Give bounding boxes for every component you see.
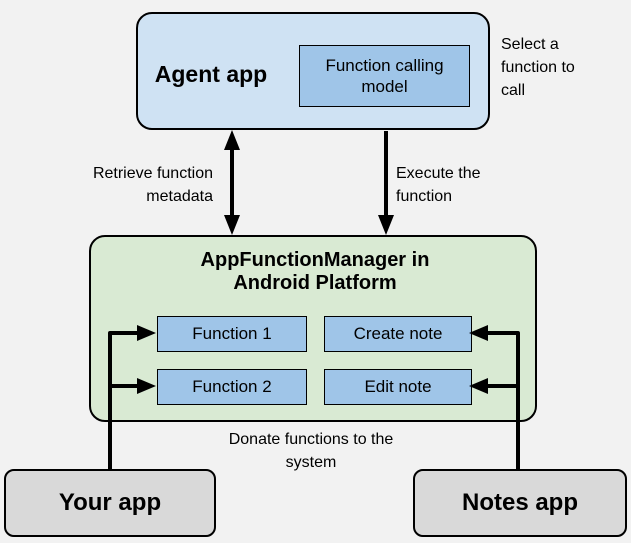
function-calling-model-box: Function calling model <box>299 45 470 107</box>
agent-app-title: Agent app <box>154 61 268 87</box>
create-note-label: Create note <box>353 324 443 343</box>
donate-functions-annotation: Donate functions to the system <box>228 431 394 471</box>
create-note-box: Create note <box>324 316 472 352</box>
retrieve-metadata-annotation: Retrieve function metadata <box>92 165 213 205</box>
retrieve-metadata-double-arrow-icon <box>224 130 240 235</box>
notes-app-label: Notes app <box>461 489 578 516</box>
edit-note-label: Edit note <box>364 377 432 396</box>
your-app-label: Your app <box>58 489 162 516</box>
function-1-box: Function 1 <box>157 316 307 352</box>
edit-note-box: Edit note <box>324 369 472 405</box>
function-2-box: Function 2 <box>157 369 307 405</box>
your-app-box: Your app <box>4 469 216 537</box>
notes-app-box: Notes app <box>413 469 627 537</box>
function-1-label: Function 1 <box>192 324 272 343</box>
function-calling-model-label: Function calling model <box>325 56 444 96</box>
app-function-manager-title: AppFunctionManager in Android Platform <box>200 249 430 294</box>
execute-function-annotation: Execute the function <box>396 165 481 205</box>
function-2-label: Function 2 <box>192 377 272 396</box>
agent-app-box: Agent app Function calling model <box>136 12 490 130</box>
execute-function-arrow-icon <box>378 131 394 235</box>
app-function-manager-box: AppFunctionManager in Android Platform F… <box>89 235 537 422</box>
select-function-annotation: Select a function to call <box>501 36 575 99</box>
